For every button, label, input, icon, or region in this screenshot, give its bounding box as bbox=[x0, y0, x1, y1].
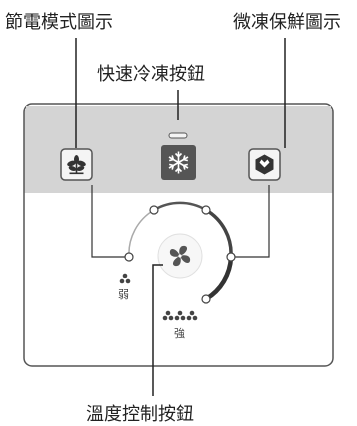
fan-weak-icon bbox=[119, 273, 131, 284]
snowflake-icon bbox=[168, 151, 189, 174]
temperature-dial[interactable] bbox=[124, 201, 236, 304]
connector-lines bbox=[91, 185, 270, 258]
partial-freeze-button[interactable] bbox=[248, 148, 281, 181]
dial-step-2 bbox=[149, 205, 159, 215]
dial-step-3 bbox=[201, 205, 211, 215]
partial-freeze-icon-label: 微凍保鮮圖示 bbox=[233, 12, 341, 33]
gem-icon bbox=[255, 154, 274, 175]
dial-step-1 bbox=[124, 252, 134, 262]
temperature-control-button-label: 溫度控制按鈕 bbox=[86, 404, 194, 425]
leaf-icon bbox=[67, 155, 86, 175]
fan-strong-label: 強 bbox=[174, 327, 185, 340]
fan-weak-label: 弱 bbox=[118, 288, 129, 301]
dial-step-4 bbox=[226, 252, 236, 262]
energy-saving-connector bbox=[91, 185, 128, 258]
partial-freeze-connector bbox=[233, 185, 270, 258]
quick-freeze-button-label: 快速冷凍按鈕 bbox=[97, 64, 205, 85]
temperature-control-leader-line bbox=[152, 264, 163, 396]
energy-saving-button[interactable] bbox=[60, 148, 93, 181]
energy-saving-icon-label: 節電模式圖示 bbox=[5, 12, 113, 33]
temperature-control-button[interactable] bbox=[157, 233, 203, 279]
fan-icon bbox=[169, 245, 191, 267]
quick-freeze-button[interactable] bbox=[161, 145, 196, 180]
fan-strong-icon bbox=[162, 310, 198, 321]
dial-step-5 bbox=[201, 294, 211, 304]
quick-freeze-indicator bbox=[168, 132, 188, 139]
